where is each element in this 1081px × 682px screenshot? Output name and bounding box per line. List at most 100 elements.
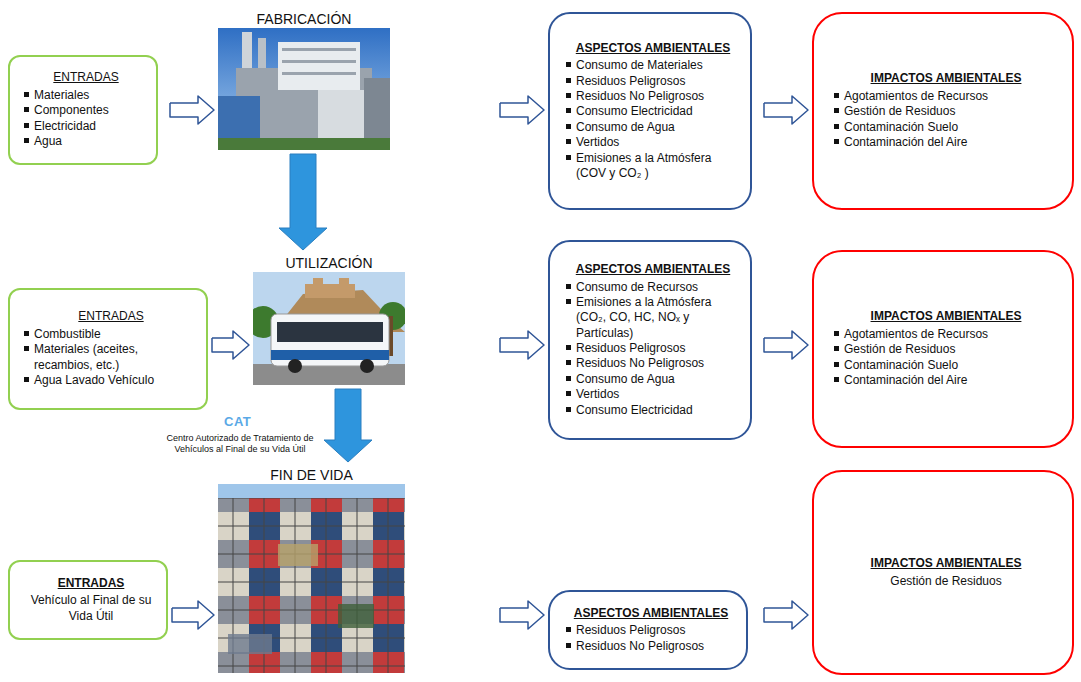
list-item: Consumo de Agua xyxy=(576,120,675,135)
list-item: Emisiones a la Atmósfera (COV y CO₂ ) xyxy=(576,151,740,182)
bullet-mark xyxy=(566,299,571,304)
list-item: Combustible xyxy=(34,327,101,342)
list-row: Combustible xyxy=(24,327,198,342)
scrap-stack xyxy=(218,498,405,673)
flow-arrow xyxy=(764,96,808,124)
castle-tower xyxy=(339,278,349,286)
bullet-mark xyxy=(24,123,29,128)
list-row: Contaminación del Aire xyxy=(834,135,1058,150)
list-row: Gestión de Residuos xyxy=(834,104,1058,119)
factory-photo xyxy=(218,28,390,150)
list-item: Residuos No Peligrosos xyxy=(576,356,704,371)
list-item: Vertidos xyxy=(576,387,619,402)
wheel xyxy=(360,359,374,373)
bullet-mark xyxy=(24,346,29,351)
list-row: Gestión de Residuos xyxy=(834,342,1058,357)
bullet-mark xyxy=(834,108,839,113)
scrap-photo xyxy=(218,484,405,673)
ground-trees xyxy=(218,138,390,150)
list-item: Consumo Electricidad xyxy=(576,403,693,418)
list-item: Residuos No Peligrosos xyxy=(576,89,704,104)
sky xyxy=(253,272,405,385)
flow-arrow xyxy=(500,331,544,359)
list-row: Consumo de Recursos xyxy=(566,280,740,295)
upper-block xyxy=(278,42,360,90)
list-item: Consumo de Agua xyxy=(576,372,675,387)
bullet-mark xyxy=(566,643,571,648)
bullet-mark xyxy=(566,155,571,160)
bullet-mark xyxy=(834,362,839,367)
box-heading: ASPECTOS AMBIENTALES xyxy=(566,41,740,57)
list-row: Consumo de Materiales xyxy=(566,58,740,73)
list-item: Agotamientos de Recursos xyxy=(844,89,988,104)
bullet-mark xyxy=(566,93,571,98)
list-item: Materiales (aceites, recambios, etc.) xyxy=(34,342,198,373)
impacts-box: IMPACTOS AMBIENTALESAgotamientos de Recu… xyxy=(812,12,1074,210)
list-row: Vertidos xyxy=(566,387,740,402)
aspects-box: ASPECTOS AMBIENTALESConsumo de RecursosE… xyxy=(548,240,752,440)
bullet-mark xyxy=(566,407,571,412)
flow-arrow xyxy=(212,331,249,359)
list-row: Residuos No Peligrosos xyxy=(566,356,740,371)
list-item: Consumo de Materiales xyxy=(576,58,703,73)
bus-photo xyxy=(253,272,405,385)
crushed-car xyxy=(228,634,272,654)
castle-wall xyxy=(305,284,355,298)
list-row: Contaminación Suelo xyxy=(834,120,1058,135)
bullet-mark xyxy=(834,377,839,382)
list-row: Vehículo al Final de su Vida Útil xyxy=(24,593,158,624)
palm-trunk xyxy=(389,316,393,356)
stage-photo: FABRICACIÓN xyxy=(218,10,390,150)
bullet-mark xyxy=(566,78,571,83)
list-row: Gestión de Residuos xyxy=(834,574,1058,589)
list-row: Consumo de Agua xyxy=(566,120,740,135)
bullet-mark xyxy=(566,284,571,289)
bullet-mark xyxy=(566,124,571,129)
crushed-car xyxy=(278,544,318,566)
input-box: ENTRADASVehículo al Final de su Vida Úti… xyxy=(8,560,168,640)
road xyxy=(253,364,405,385)
list-item: Electricidad xyxy=(34,119,96,134)
list-row: Materiales (aceites, recambios, etc.) xyxy=(24,342,198,373)
list-item: Gestión de Residuos xyxy=(844,104,955,119)
impacts-box: IMPACTOS AMBIENTALES Agotamientos de Recu… xyxy=(812,250,1074,448)
list-row: Residuos Peligrosos xyxy=(566,341,740,356)
box-heading: ENTRADAS xyxy=(24,70,148,86)
flow-arrow xyxy=(500,96,544,124)
box-heading: IMPACTOS AMBIENTALES xyxy=(834,556,1058,572)
list-item: Consumo de Recursos xyxy=(576,280,698,295)
window-band xyxy=(282,72,356,75)
list-row: Componentes xyxy=(24,103,148,118)
list-item: Agotamientos de Recursos xyxy=(844,327,988,342)
list-row: Emisiones a la Atmósfera (COV y CO₂ ) xyxy=(566,151,740,182)
impacts-box: IMPACTOS AMBIENTALES Gestión de Residuos xyxy=(812,470,1074,675)
bullet-mark xyxy=(566,345,571,350)
list-item: Agua Lavado Vehículo xyxy=(34,373,154,388)
note-label: Centro Autorizado de Tratamiento de Vehí… xyxy=(160,433,320,455)
bullet-mark xyxy=(566,391,571,396)
list-item: Residuos Peligrosos xyxy=(576,341,685,356)
bus-body xyxy=(271,314,389,366)
flow-arrow xyxy=(172,601,214,629)
flow-arrow xyxy=(764,601,808,629)
box-heading: IMPACTOS AMBIENTALES xyxy=(834,309,1058,325)
list-row: Consumo de Agua xyxy=(566,372,740,387)
window-band xyxy=(282,60,356,63)
bullet-mark xyxy=(566,627,571,632)
list-row: Contaminación del Aire xyxy=(834,373,1058,388)
list-item: Gestión de Residuos xyxy=(844,342,955,357)
stage-title: FIN DE VIDA xyxy=(218,466,405,484)
bullet-mark xyxy=(834,93,839,98)
input-box: ENTRADASMaterialesComponentesElectricida… xyxy=(8,55,158,165)
stage-arrow xyxy=(324,389,372,462)
acronym-label: CAT xyxy=(224,414,274,429)
sky xyxy=(218,484,405,673)
box-heading: ENTRADAS xyxy=(24,309,198,325)
aspects-box: ASPECTOS AMBIENTALESResiduos PeligrososR… xyxy=(548,590,748,670)
list-row: Agua Lavado Vehículo xyxy=(24,373,198,388)
stage-title: FABRICACIÓN xyxy=(218,10,390,28)
box-heading: ASPECTOS AMBIENTALES xyxy=(566,262,740,278)
sky xyxy=(218,28,390,150)
list-item: Residuos Peligrosos xyxy=(576,623,685,638)
bullet-mark xyxy=(834,124,839,129)
